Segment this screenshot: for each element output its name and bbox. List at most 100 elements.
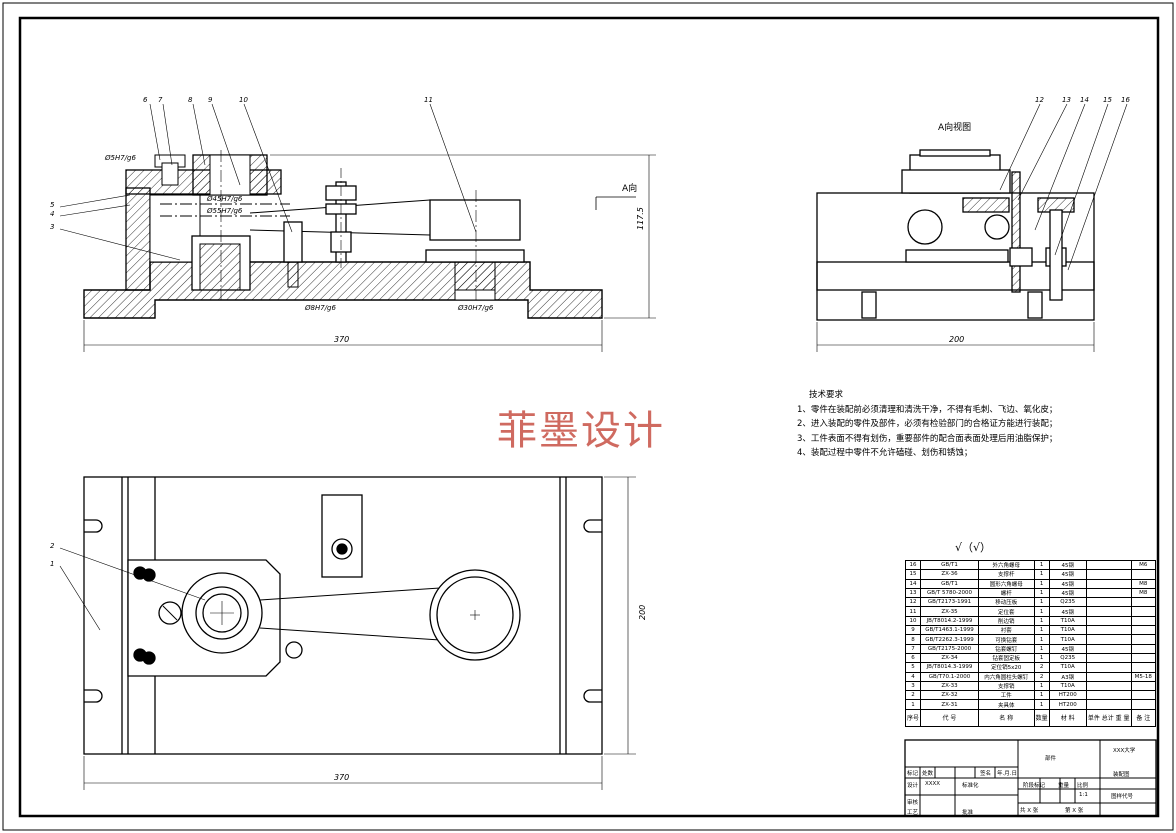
bom-cell-note: M5-18 [1130,671,1157,682]
bom-cell-name: 支撑销 [977,680,1035,692]
tb-scale-label: 比例 [1077,783,1089,789]
tb-mark: 标记 [907,771,919,777]
bom-cell-weight [1085,625,1132,636]
bom-cell-note [1130,652,1157,664]
bom-cell-weight [1085,662,1132,673]
tech-item: 1、零件在装配前必须清理和清洗干净，不得有毛刺、飞边、氧化皮； [797,404,1058,415]
bom-cell-qty: 1 [1033,699,1050,710]
bom-cell-code: ZX-33 [920,680,979,692]
bom-cell-note [1130,699,1157,710]
bom-cell-weight [1085,634,1132,645]
tech-item: 4、装配过程中零件不允许磕碰、划伤和锈蚀； [797,448,973,458]
bom-cell-code: GB/T2262.3-1999 [920,634,979,645]
bom-header-note: 备 注 [1130,708,1157,727]
bom-cell-qty: 1 [1033,569,1050,580]
part-number-1: 1 [50,560,55,568]
bom-cell-weight [1085,615,1132,627]
bom-cell-no: 3 [904,680,922,692]
tb-assembly: 部件 [1045,756,1057,762]
tb-weight-label: 重量 [1058,783,1070,789]
tb-sheet-total: 共 X 张 [1020,808,1039,814]
bom-cell-qty: 1 [1033,625,1050,636]
bom-cell-no: 15 [904,569,922,580]
bom-cell-qty: 2 [1033,671,1050,682]
bom-cell-mat: HT200 [1048,699,1087,710]
bom-cell-mat: T10A [1048,662,1087,673]
bom-cell-no: 14 [904,578,922,589]
bom-cell-code: ZX-31 [920,699,979,710]
bom-cell-qty: 1 [1033,587,1050,599]
bom-cell-no: 4 [904,671,922,682]
bom-cell-mat: T10A [1048,625,1087,636]
bom-cell-mat: T10A [1048,680,1087,692]
bom-cell-weight [1085,597,1132,608]
bom-cell-qty: 1 [1033,680,1050,692]
part-number-14: 14 [1080,96,1089,104]
tb-approve-label: 批准 [962,810,974,816]
bom-cell-name: 可换钻套 [977,634,1035,645]
bom-cell-weight [1085,559,1132,571]
bom-cell-no: 8 [904,634,922,645]
bom-cell-code: GB/T2173-1991 [920,597,979,608]
tb-scale: 1:1 [1079,792,1088,798]
tb-stage-label: 阶段标记 [1023,783,1046,789]
bom-cell-qty: 1 [1033,578,1050,589]
bom-cell-no: 16 [904,559,922,571]
part-number-8: 8 [188,96,193,104]
bom-cell-name: 移动压板 [977,597,1035,608]
plan-height-dimension: 200 [638,604,647,620]
bom-cell-no: 11 [904,606,922,617]
part-number-11: 11 [424,96,433,104]
bom-cell-note [1130,606,1157,617]
tb-design-name: XXXX [925,781,941,787]
bom-cell-note [1130,597,1157,608]
side-width-dimension: 200 [949,335,965,344]
bom-cell-qty: 1 [1033,643,1050,654]
bom-cell-mat: 45钢 [1048,578,1087,589]
tech-title: 技术要求 [809,390,844,400]
tb-sign: 签名 [980,771,992,777]
bom-cell-no: 7 [904,643,922,654]
bom-cell-mat: A3钢 [1048,671,1087,682]
tb-check-label: 审核 [907,800,919,806]
bom-cell-name: 外六角螺母 [977,559,1035,571]
bom-cell-no: 10 [904,615,922,627]
bom-cell-note [1130,690,1157,701]
bom-cell-mat: 45钢 [1048,643,1087,654]
bom-cell-qty: 1 [1033,690,1050,701]
bom-cell-weight [1085,652,1132,664]
bom-cell-qty: 1 [1033,652,1050,664]
title-block: 部件 XXX大学 装配图 标记 处数 签名 年.月.日 设计 XXXX 标准化 … [905,740,1156,816]
tb-process-label: 工艺 [907,810,919,816]
bom-cell-qty: 1 [1033,634,1050,645]
part-number-12: 12 [1035,96,1044,104]
bom-cell-code: JB/T8014.3-1999 [920,662,979,673]
front-section-view [59,103,656,352]
bom-cell-name: 圆形六角螺母 [977,578,1035,589]
bom-cell-weight [1085,690,1132,701]
technical-requirements: 技术要求 1、零件在装配前必须清理和清洗干净，不得有毛刺、飞边、氧化皮； 2、进… [797,388,1057,461]
fit-label-5: Ø5H7/g6 [105,154,136,162]
bom-cell-no: 9 [904,625,922,636]
part-number-15: 15 [1103,96,1112,104]
fit-label-8: Ø8H7/g6 [305,304,336,312]
tb-drawing-code: 图样代号 [1111,794,1134,800]
bom-cell-code: ZX-34 [920,652,979,664]
bom-cell-weight [1085,671,1132,682]
bom-cell-no: 5 [904,662,922,673]
bom-cell-no: 6 [904,652,922,664]
side-view-title: A向视图 [938,123,972,133]
bom-cell-code: GB/T1463.1-1999 [920,625,979,636]
part-number-10: 10 [239,96,248,104]
tb-design-label: 设计 [907,783,919,789]
bom-cell-note [1130,662,1157,673]
bom-cell-name: 钻套螺钉 [977,643,1035,654]
bom-header-mat: 材 料 [1048,708,1087,727]
bom-cell-code: GB/T 5780-2000 [920,587,979,599]
